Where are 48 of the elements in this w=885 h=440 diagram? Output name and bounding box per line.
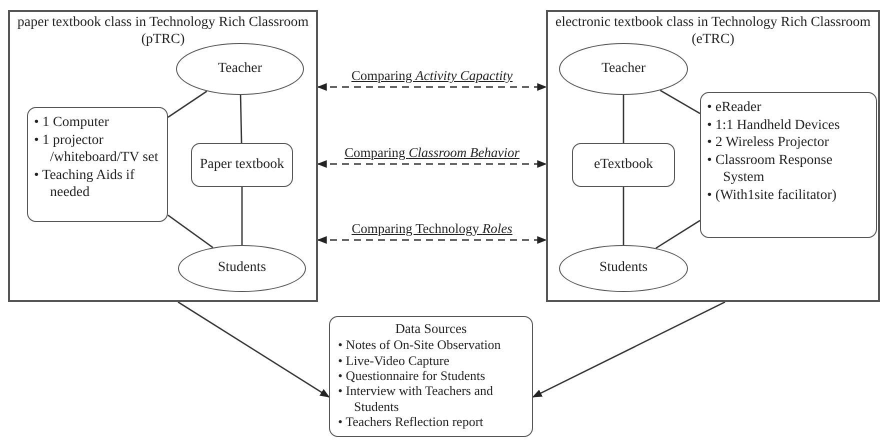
resource-list-box xyxy=(700,92,877,238)
arrow xyxy=(317,83,547,91)
connector-line xyxy=(660,90,700,114)
list-item: • Notes of On-Site Observation xyxy=(338,337,502,353)
list-item: • Teachers Reflection report xyxy=(338,414,484,430)
textbook-box xyxy=(572,143,675,187)
resource-list-box xyxy=(27,107,168,222)
classroom-panel xyxy=(546,10,880,302)
connector-line xyxy=(168,90,208,118)
list-item: • Teaching Aids if needed xyxy=(34,166,136,202)
arrow xyxy=(317,160,547,168)
connector-line xyxy=(656,220,700,249)
edge-label: Comparing Technology Roles xyxy=(350,221,514,237)
list-item: • eReader xyxy=(707,99,762,116)
panel-title: electronic textbook class in Technology Rich Classroom (eTRC) xyxy=(554,15,872,49)
classroom-panel xyxy=(8,10,318,302)
role-ellipse xyxy=(178,245,306,292)
list-item: • Live-Video Capture xyxy=(338,352,450,368)
node-label: Teacher xyxy=(218,60,262,78)
list-item: • Classroom Response System xyxy=(707,152,834,186)
node-label: Teacher xyxy=(601,60,646,78)
connector-line xyxy=(622,95,624,143)
node-label: Students xyxy=(599,260,648,277)
role-ellipse xyxy=(559,245,688,292)
role-ellipse xyxy=(559,43,688,95)
textbook-box xyxy=(191,143,293,187)
node-label: eTextbook xyxy=(594,156,653,174)
arrow xyxy=(178,301,330,398)
list-item: • 1:1 Handheld Devices xyxy=(707,116,841,134)
list-item: • 2 Wireless Projector xyxy=(707,134,830,152)
edge-label: Comparing Activity Capactity xyxy=(349,68,515,84)
node-label: Paper textbook xyxy=(200,156,284,174)
list-item: • 1 Computer xyxy=(34,114,110,132)
heading: Data Sources xyxy=(394,321,468,338)
connector-line xyxy=(622,187,624,245)
panel-title: paper textbook class in Technology Rich Classroom (pTRC) xyxy=(16,15,310,49)
arrow xyxy=(532,301,726,398)
data-sources-box xyxy=(329,316,533,437)
edge-label: Comparing Classroom Behavior xyxy=(342,145,522,161)
list-item: • (With1site facilitator) xyxy=(707,186,838,204)
list-item: • Interview with Teachers and Students xyxy=(338,383,494,414)
node-label: Students xyxy=(218,260,266,277)
connector-line xyxy=(241,187,243,245)
connector-line xyxy=(168,214,214,248)
list-item: • Questionnaire for Students xyxy=(338,368,486,384)
connector-line xyxy=(240,94,242,144)
list-item: • 1 projector /whiteboard/TV set xyxy=(34,132,160,166)
arrow xyxy=(317,236,547,244)
